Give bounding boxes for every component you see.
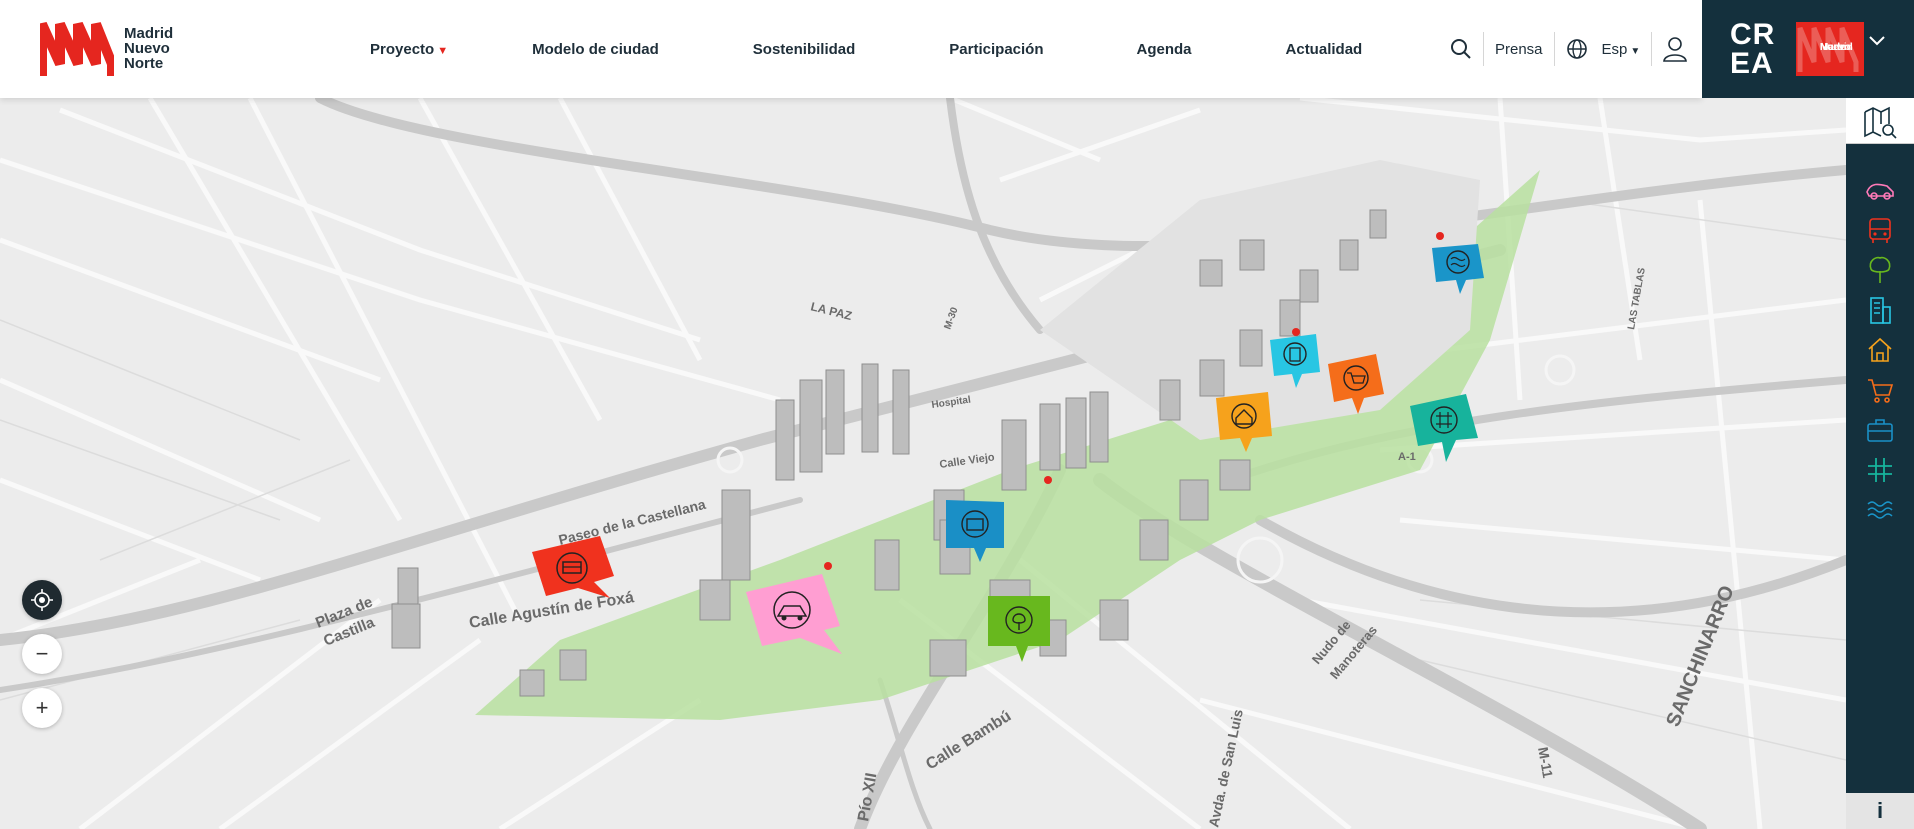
info-button[interactable]: i (1846, 793, 1914, 829)
rail-item-connectivity[interactable] (1862, 452, 1898, 488)
logo-line: Nuevo (124, 39, 170, 57)
divider (1483, 32, 1484, 66)
connectivity-pin[interactable] (1410, 394, 1478, 467)
language-label: Esp (1601, 40, 1628, 58)
tree-icon (1869, 256, 1891, 283)
map-search-button[interactable] (1846, 98, 1914, 144)
bus-icon (1869, 218, 1891, 243)
globe-icon (1566, 39, 1587, 59)
office-pin[interactable] (946, 500, 1008, 567)
divider (1651, 32, 1653, 66)
rail-item-housing[interactable] (1862, 332, 1898, 368)
rail-item-equipment[interactable] (1862, 292, 1898, 328)
rail-item-green[interactable] (1862, 252, 1898, 288)
nav-item-actualidad[interactable]: Actualidad (1285, 40, 1363, 58)
housing-pin[interactable] (1216, 392, 1272, 457)
car-icon (1866, 183, 1894, 200)
nav-item-participacion[interactable]: Participación (949, 40, 1044, 58)
green-pin[interactable] (988, 596, 1050, 667)
nav-item-sostenibilidad[interactable]: Sostenibilidad (752, 40, 856, 58)
rail-item-mobility[interactable] (1862, 172, 1898, 208)
equipment-pin[interactable] (1270, 334, 1320, 393)
nav-item-modelo-de-ciudad[interactable]: Modelo de ciudad (532, 40, 659, 58)
logo-mark-icon (1797, 27, 1859, 72)
cart-icon (1868, 379, 1894, 403)
logo-line: Norte (124, 54, 164, 72)
nav-label: Proyecto (370, 40, 435, 58)
chevron-down-icon: ▼ (1630, 45, 1641, 57)
search-icon[interactable] (1450, 38, 1472, 60)
street-label: A-1 (1398, 451, 1416, 463)
rail-item-water[interactable] (1862, 492, 1898, 528)
waves-icon (1867, 501, 1893, 519)
prensa-link[interactable]: Prensa (1495, 40, 1543, 58)
rail-item-commerce[interactable] (1862, 372, 1898, 408)
street-label: M-11 (1535, 746, 1556, 780)
category-rail: i (1846, 98, 1914, 829)
city-map: Plaza de Castilla Calle Agustín de Foxá … (0, 98, 1846, 829)
house-icon (1216, 392, 1272, 452)
commerce-pin[interactable] (1328, 354, 1384, 419)
site-header: Madrid Nuevo Norte Proyecto▼ Modelo de c… (0, 0, 1702, 98)
map-search-icon (1864, 106, 1897, 139)
network-icon (1868, 458, 1892, 482)
crea-logo: CR EA (1730, 18, 1776, 80)
mobility-pin[interactable] (744, 572, 844, 665)
zoom-out-button[interactable]: − (22, 634, 62, 674)
zoom-in-button[interactable]: + (22, 688, 62, 728)
main-nav: Proyecto▼ Modelo de ciudad Sostenibilida… (340, 0, 1362, 98)
bus-icon (532, 536, 614, 598)
building-icon (1270, 334, 1320, 388)
network-icon (1410, 394, 1478, 462)
crea-line: CR (1730, 18, 1776, 51)
logo-mark-icon (40, 21, 114, 76)
madrid-nuevo-norte-logo[interactable]: Madrid Nuevo Norte (40, 18, 173, 78)
building-icon (1870, 297, 1891, 324)
transport-pin[interactable] (532, 536, 618, 615)
rail-item-office[interactable] (1862, 412, 1898, 448)
map-canvas[interactable]: Plaza de Castilla Calle Agustín de Foxá … (0, 98, 1846, 829)
cart-icon (1328, 354, 1384, 414)
crea-line: EA (1730, 47, 1774, 80)
house-icon (1868, 337, 1892, 362)
tree-icon (988, 596, 1050, 662)
waves-icon (1432, 244, 1484, 294)
street-label: Hospital (931, 395, 972, 411)
nav-item-proyecto[interactable]: Proyecto▼ (370, 41, 448, 58)
chevron-down-icon: ▼ (437, 44, 449, 57)
crosshair-icon (31, 589, 53, 611)
chevron-down-icon[interactable] (1868, 34, 1886, 48)
user-icon[interactable] (1663, 36, 1688, 62)
car-icon (746, 574, 842, 654)
briefcase-icon (1867, 419, 1893, 442)
rail-item-transport[interactable] (1862, 212, 1898, 248)
water-pin[interactable] (1432, 244, 1484, 299)
logo-text: Madrid Nuevo Norte (124, 26, 173, 71)
header-tools: Prensa Esp▼ (1440, 0, 1688, 98)
nav-item-agenda[interactable]: Agenda (1136, 40, 1192, 58)
briefcase-icon (946, 500, 1004, 562)
language-selector[interactable]: Esp▼ (1602, 41, 1641, 58)
divider (1553, 32, 1555, 66)
locate-button[interactable] (22, 580, 62, 620)
logo-line: Madrid (124, 24, 174, 42)
